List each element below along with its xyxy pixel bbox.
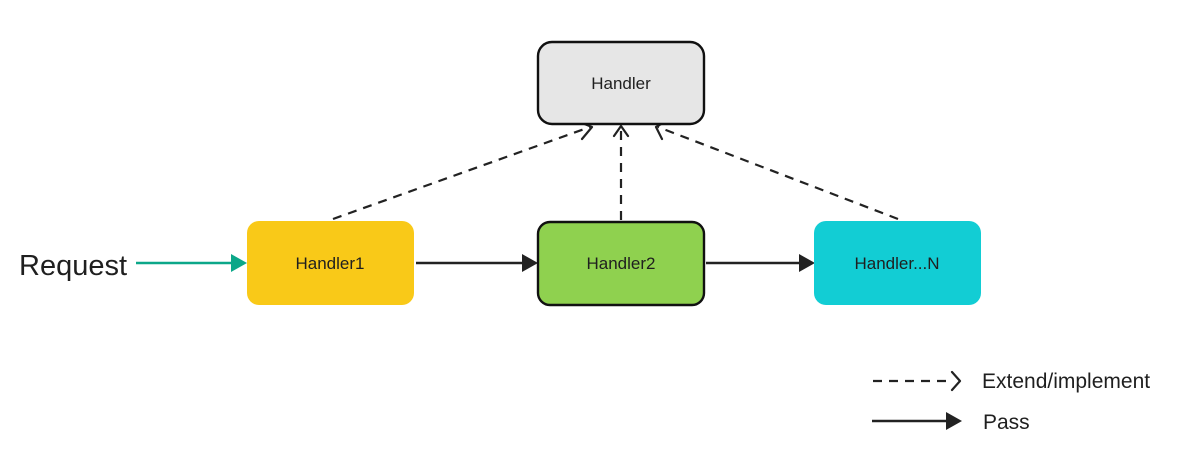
extend-line-handlerN	[657, 125, 899, 221]
extend-arrowhead-handler2	[612, 124, 630, 138]
legend-extend-label: Extend/implement	[982, 370, 1150, 393]
pass-arrowhead-2-n	[799, 254, 815, 272]
node-handler2-box	[536, 220, 706, 307]
node-handler1-label: Handler1	[296, 254, 365, 273]
node-handlerN-label: Handler...N	[854, 254, 939, 273]
node-handler-box	[536, 40, 706, 126]
node-handler1: Handler1	[247, 221, 414, 305]
legend-pass: Pass	[872, 411, 1030, 434]
legend-pass-arrowhead	[946, 412, 962, 430]
extend-connectors	[332, 125, 899, 221]
node-handler-label: Handler	[591, 74, 651, 93]
node-handlerN: Handler...N	[814, 221, 981, 305]
node-handler: Handler	[536, 40, 706, 126]
legend-pass-label: Pass	[983, 411, 1030, 434]
node-handlerN-box	[814, 221, 981, 305]
legend: Extend/implement Pass	[872, 370, 1150, 434]
legend-extend: Extend/implement	[873, 370, 1150, 393]
extend-line-handler1	[332, 125, 591, 221]
pass-arrowhead-1-2	[522, 254, 538, 272]
pass-connectors	[136, 254, 815, 272]
node-handler1-box	[247, 221, 414, 305]
request-arrowhead	[231, 254, 247, 272]
legend-extend-arrowhead	[950, 370, 962, 392]
node-handler2-label: Handler2	[587, 254, 656, 273]
node-handler2: Handler2	[536, 220, 706, 307]
request-label: Request	[19, 250, 127, 282]
